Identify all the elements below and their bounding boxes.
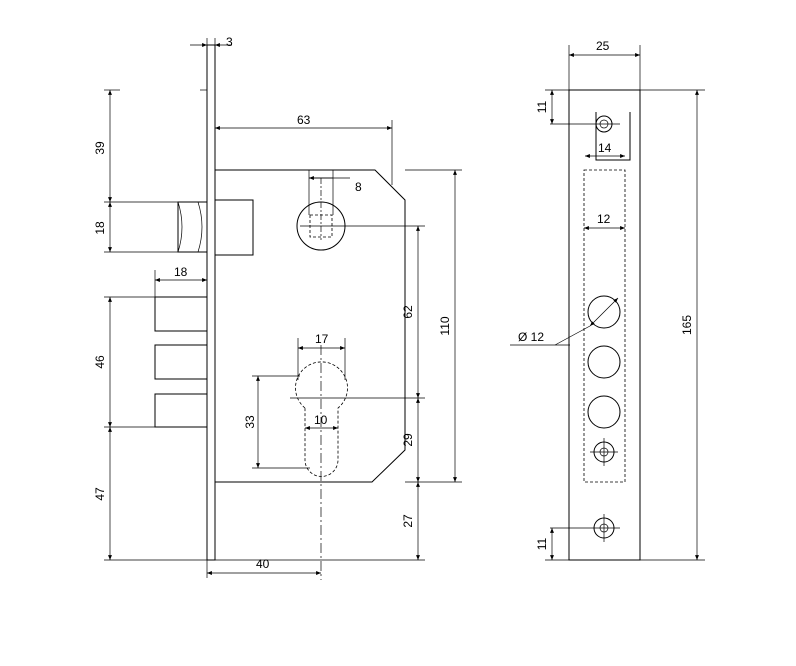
svg-text:27: 27 — [401, 514, 415, 528]
lock-case — [215, 169, 406, 483]
dim-bolt-hole-diameter: Ø 12 — [510, 297, 619, 346]
svg-text:14: 14 — [598, 141, 612, 155]
svg-text:110: 110 — [438, 316, 452, 335]
dim-plate-width: 25 — [569, 39, 640, 57]
svg-text:62: 62 — [401, 305, 415, 319]
bolt-hole-1 — [587, 295, 621, 329]
dim-top-slot-width: 14 — [585, 141, 625, 158]
bolt-hole-2 — [587, 345, 621, 379]
dim-bottom-to-bolts: 47 — [93, 427, 112, 560]
svg-text:12: 12 — [597, 212, 611, 226]
dim-cylinder-height: 33 — [243, 376, 260, 468]
spindle-hub — [296, 178, 425, 251]
dim-bottom-hole-offset: 11 — [535, 528, 554, 560]
latch-bolt — [177, 199, 254, 256]
inner-bolt-area — [583, 169, 626, 483]
svg-text:33: 33 — [243, 415, 257, 429]
top-mount-hole — [550, 112, 631, 161]
dim-spindle-to-cylinder: 62 — [401, 226, 420, 398]
front-view: 3 63 8 39 18 18 46 47 — [93, 35, 462, 580]
svg-text:63: 63 — [297, 113, 311, 127]
svg-text:3: 3 — [226, 35, 233, 49]
dim-cylinder-offset: 40 — [207, 557, 321, 575]
euro-cylinder — [290, 345, 425, 580]
svg-text:8: 8 — [355, 180, 362, 194]
svg-text:11: 11 — [535, 100, 549, 113]
dim-top-hole-offset: 11 — [535, 90, 554, 124]
dim-cylinder-to-case-bottom: 29 — [401, 398, 420, 482]
svg-text:11: 11 — [535, 537, 549, 550]
svg-text:10: 10 — [314, 413, 328, 427]
svg-text:165: 165 — [680, 315, 694, 335]
side-view: 25 11 14 12 Ø 12 165 11 — [510, 39, 705, 561]
dim-deadbolt-span: 46 — [93, 297, 112, 427]
deadbolt-bottom — [154, 393, 208, 428]
svg-text:18: 18 — [174, 265, 188, 279]
dim-backset: 63 — [215, 113, 392, 130]
dim-inner-width: 12 — [584, 212, 625, 230]
svg-text:47: 47 — [93, 487, 107, 501]
lower-screw-hole — [590, 438, 618, 466]
dim-latch-height: 18 — [93, 202, 112, 252]
dim-latch-projection: 18 — [155, 265, 207, 282]
svg-text:25: 25 — [596, 39, 610, 53]
dim-plate-height: 165 — [680, 90, 699, 560]
dim-case-bottom-to-plate-end: 27 — [401, 482, 420, 560]
deadbolt-top — [154, 296, 208, 332]
dim-latch-top-gap: 39 — [93, 90, 112, 202]
dim-cylinder-slot: 10 — [305, 413, 338, 430]
svg-text:46: 46 — [93, 355, 107, 369]
svg-text:18: 18 — [93, 221, 107, 235]
dim-cylinder-width: 17 — [298, 332, 345, 350]
dim-spindle-square: 8 — [309, 176, 362, 194]
bottom-screw-hole — [550, 514, 620, 542]
svg-text:40: 40 — [256, 557, 270, 571]
svg-text:39: 39 — [93, 141, 107, 155]
bolt-hole-3 — [587, 395, 621, 429]
svg-text:17: 17 — [315, 332, 329, 346]
svg-text:29: 29 — [401, 433, 415, 447]
dim-case-height: 110 — [438, 170, 457, 482]
deadbolt-middle — [154, 344, 208, 380]
faceplate — [206, 44, 216, 561]
side-faceplate — [568, 89, 641, 561]
svg-text:Ø 12: Ø 12 — [518, 330, 544, 344]
dim-faceplate-thickness: 3 — [190, 35, 233, 49]
